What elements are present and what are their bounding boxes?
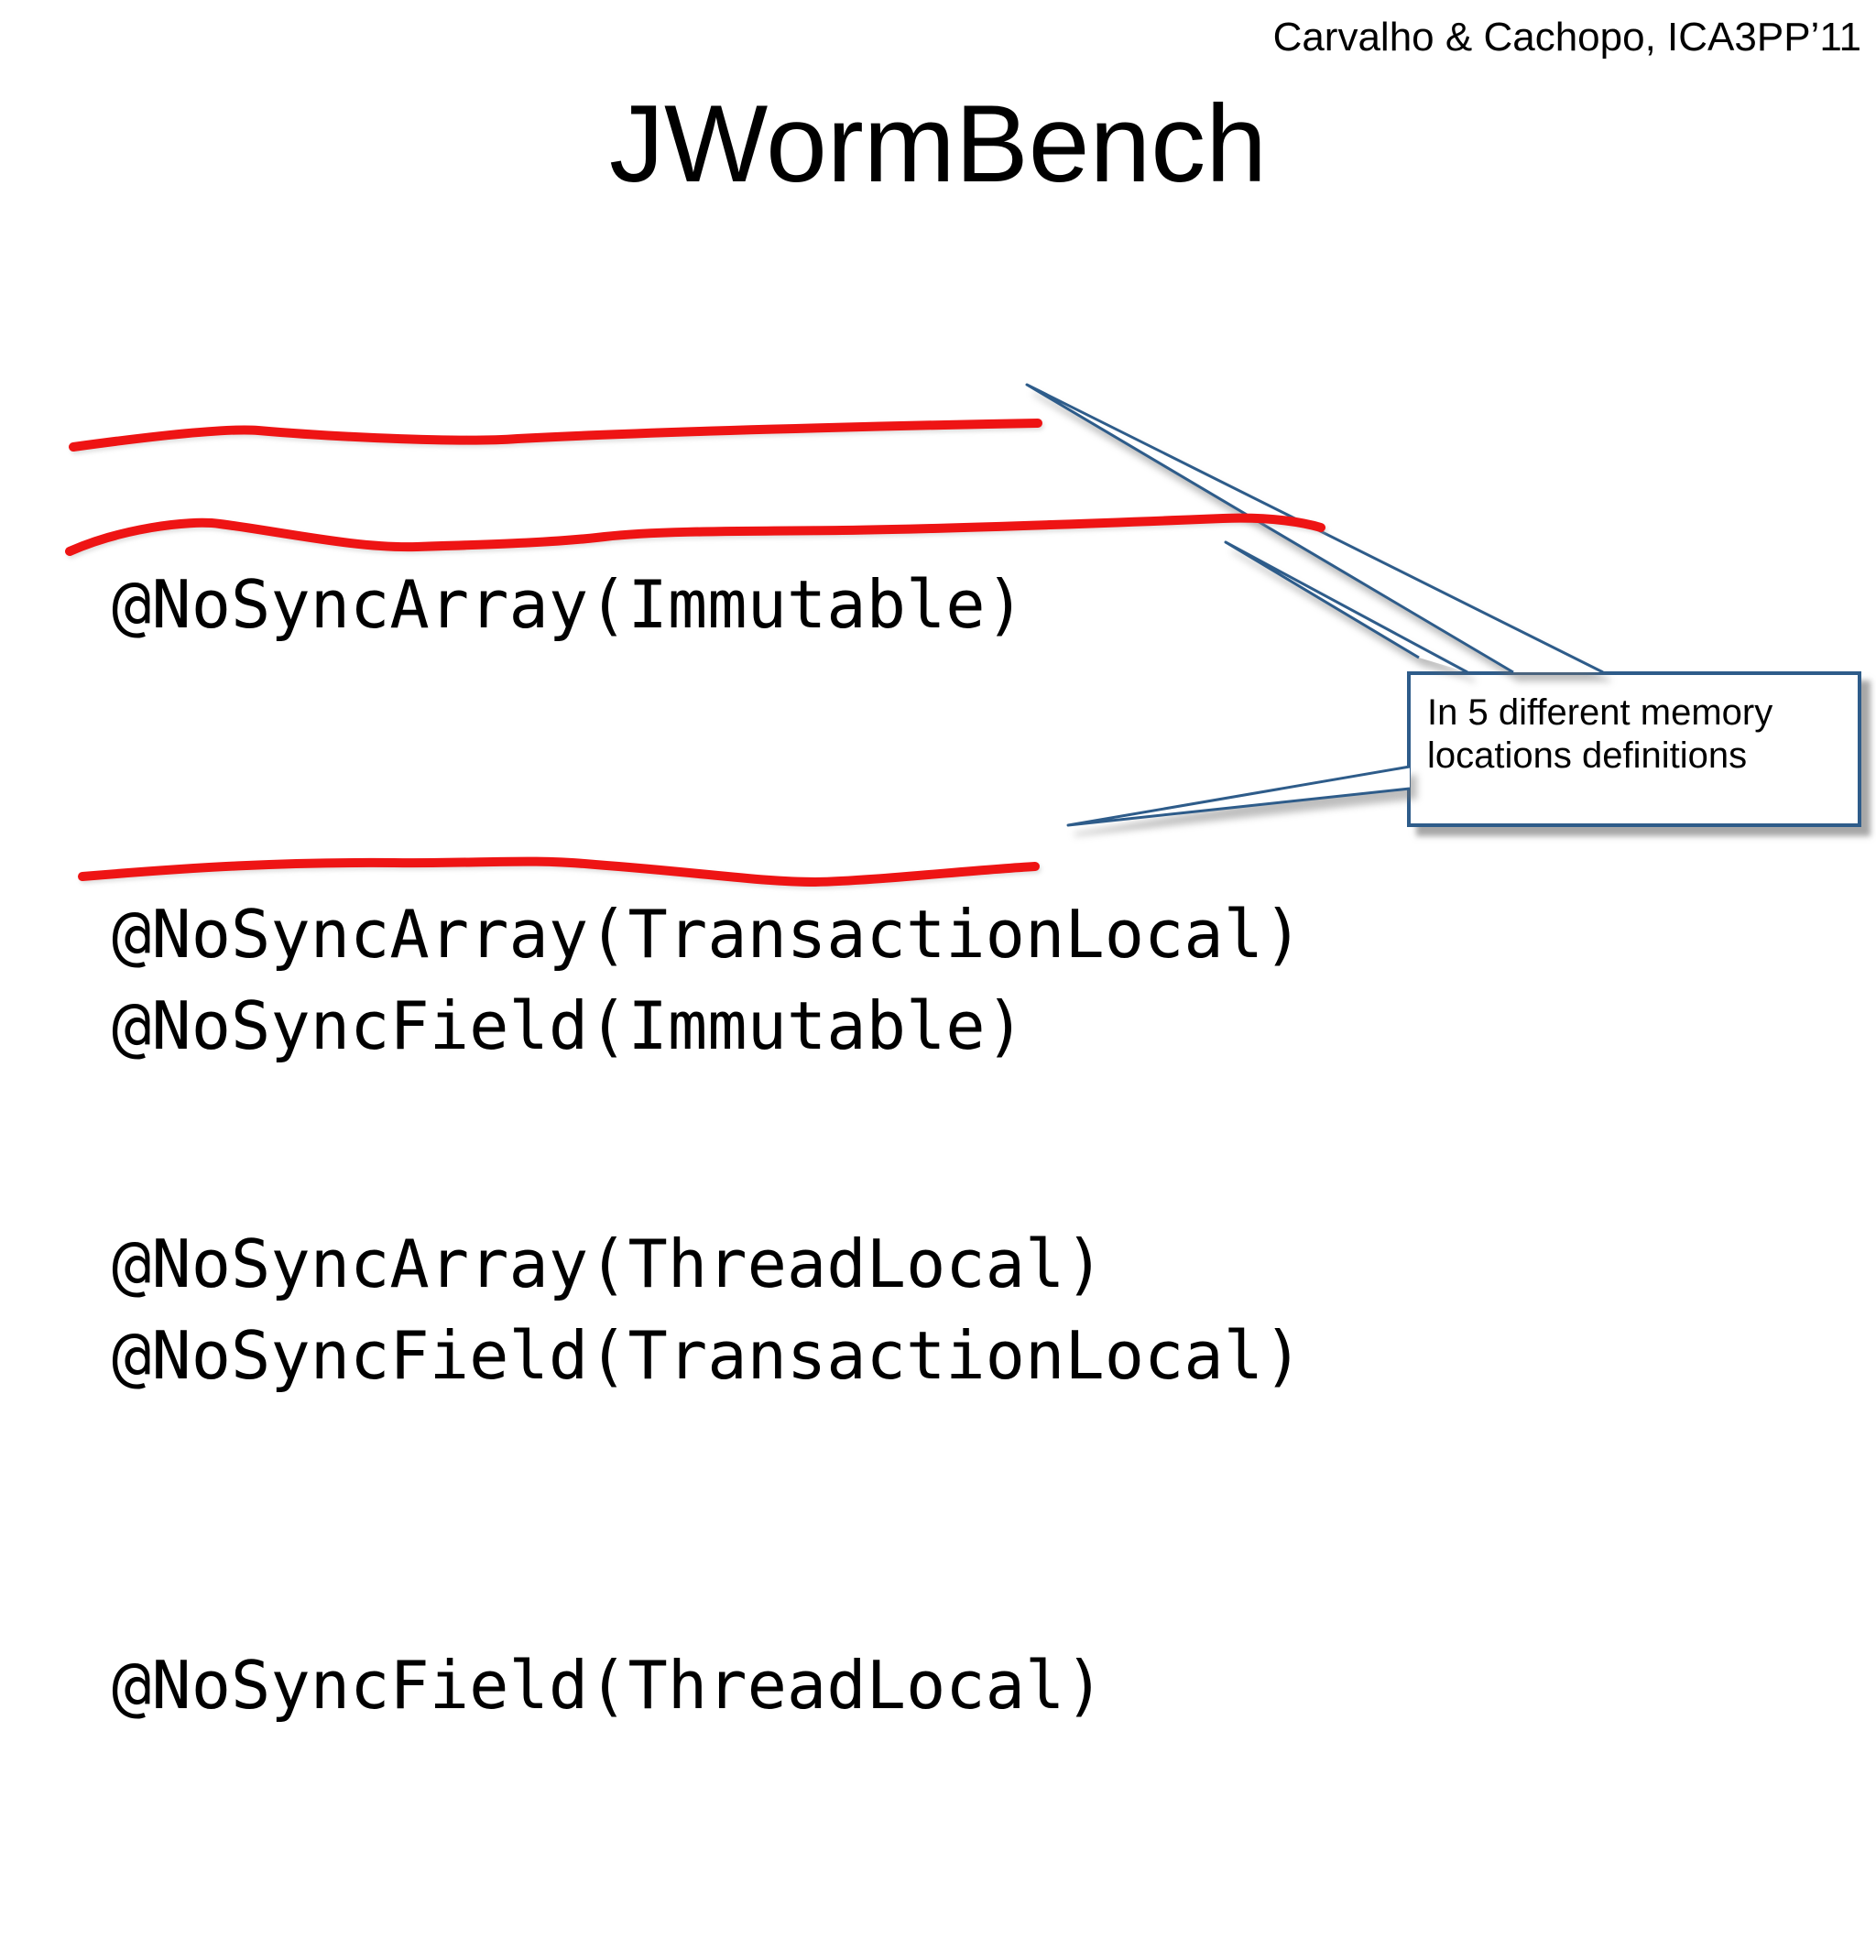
callout-text: In 5 different memory locations definiti… (1411, 675, 1858, 778)
code-line-array-immutable: @NoSyncArray(Immutable) (112, 566, 1025, 643)
attribution-text: Carvalho & Cachopo, ICA3PP’11 (1272, 15, 1861, 60)
code-line-field-transactionlocal: @NoSyncField(TransactionLocal) (112, 1317, 1303, 1394)
callout-box: In 5 different memory locations definiti… (1407, 671, 1861, 827)
callout-text-line-2: locations definitions (1427, 735, 1748, 776)
code-block-nosyncfield: @NoSyncField(Immutable) @NoSyncField(Tra… (112, 751, 1303, 1960)
code-line-field-immutable: @NoSyncField(Immutable) (112, 987, 1025, 1064)
code-line-array-threadlocal: @NoSyncArray(ThreadLocal) (112, 1225, 1105, 1302)
code-block-nosyncarray: @NoSyncArray(Immutable) @NoSyncArray(Tra… (112, 330, 1303, 1539)
slide: Carvalho & Cachopo, ICA3PP’11 JWormBench… (65, 15, 1861, 1724)
code-line-array-transactionlocal: @NoSyncArray(TransactionLocal) (112, 896, 1303, 973)
code-line-field-threadlocal: @NoSyncField(ThreadLocal) (112, 1647, 1105, 1724)
callout-text-line-1: In 5 different memory (1427, 692, 1773, 733)
slide-title: JWormBench (608, 82, 1267, 205)
